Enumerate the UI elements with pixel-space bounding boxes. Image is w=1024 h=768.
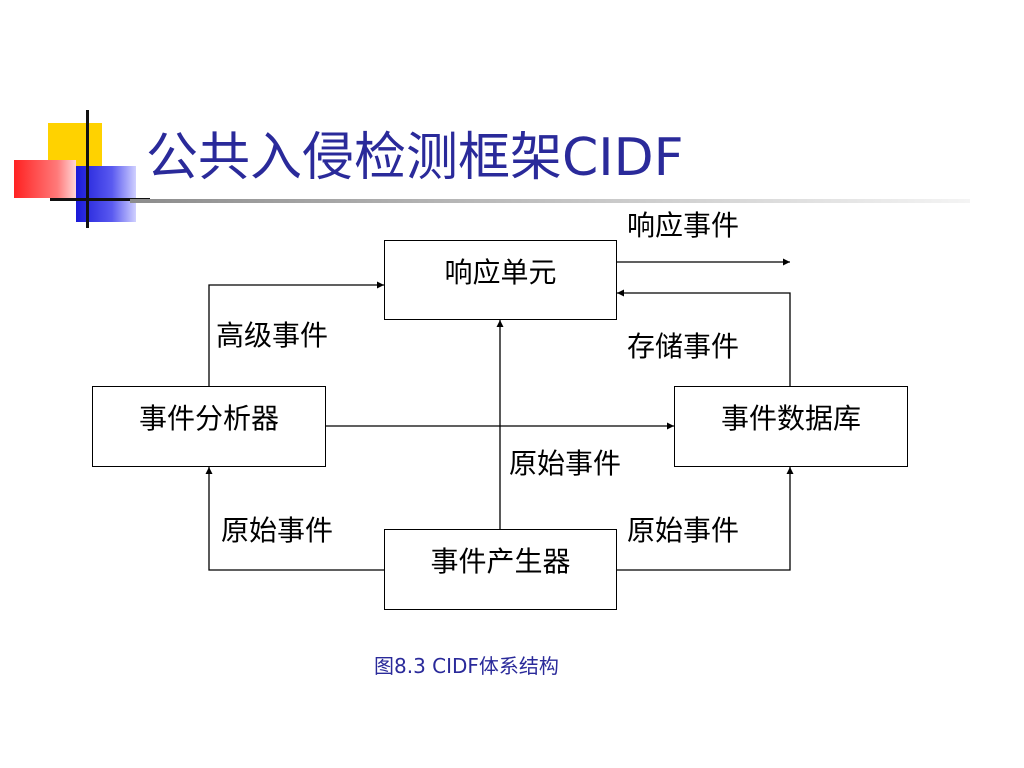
decor-red-square: [14, 160, 76, 198]
edge-database-to-response: [617, 289, 791, 386]
edge-generator-to-analyzer: [205, 467, 384, 571]
node-event-analyzer: 事件分析器: [92, 386, 326, 467]
node-event-generator: 事件产生器: [384, 529, 617, 610]
title-underline-rule: [130, 199, 970, 203]
node-event-database: 事件数据库: [674, 386, 908, 467]
edge-label-raw-event-right: 原始事件: [627, 514, 740, 547]
node-event-generator-label: 事件产生器: [430, 545, 571, 578]
edge-label-high-level-event: 高级事件: [216, 319, 329, 352]
decor-vertical-line: [86, 110, 89, 228]
node-event-database-label: 事件数据库: [720, 402, 861, 435]
node-event-analyzer-label: 事件分析器: [138, 402, 279, 435]
figure-caption: 图8.3 CIDF体系结构: [374, 654, 559, 678]
slide-title: 公共入侵检测框架CIDF: [146, 128, 684, 188]
edge-label-raw-event-left: 原始事件: [221, 514, 334, 547]
node-response-unit-label: 响应单元: [444, 256, 557, 289]
edge-generator-to-database: [617, 467, 794, 571]
decor-horizontal-line: [50, 198, 150, 201]
edge-label-raw-event-center: 原始事件: [509, 447, 622, 480]
edge-analyzer-to-response: [208, 281, 384, 386]
edge-label-stored-event: 存储事件: [627, 330, 740, 363]
node-response-unit: 响应单元: [384, 240, 617, 320]
edge-label-response-event: 响应事件: [627, 209, 740, 242]
